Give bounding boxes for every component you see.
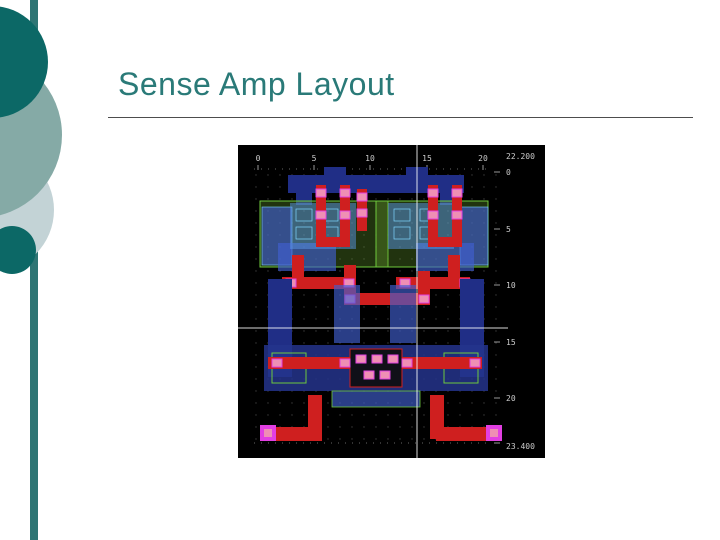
svg-text:23.400: 23.400 xyxy=(506,442,535,451)
svg-text:20: 20 xyxy=(478,154,488,163)
svg-text:10: 10 xyxy=(506,281,516,290)
svg-text:0: 0 xyxy=(506,168,511,177)
svg-text:15: 15 xyxy=(506,338,516,347)
sidebar-accent-bar xyxy=(30,0,38,540)
svg-text:20: 20 xyxy=(506,394,516,403)
svg-text:0: 0 xyxy=(256,154,261,163)
right-ruler: 22.200 0 5 10 15 20 23.400 xyxy=(494,152,535,451)
svg-text:22.200: 22.200 xyxy=(506,152,535,161)
layout-screenshot: 0 5 10 15 20 22.200 0 5 10 xyxy=(238,145,545,458)
svg-text:15: 15 xyxy=(422,154,432,163)
svg-text:10: 10 xyxy=(365,154,375,163)
title-divider xyxy=(108,117,693,118)
crosshair xyxy=(238,145,508,458)
top-ruler: 0 5 10 15 20 xyxy=(254,154,488,170)
ic-layout-image: 0 5 10 15 20 22.200 0 5 10 xyxy=(238,145,545,458)
svg-text:5: 5 xyxy=(312,154,317,163)
svg-text:5: 5 xyxy=(506,225,511,234)
slide-title: Sense Amp Layout xyxy=(118,66,395,102)
